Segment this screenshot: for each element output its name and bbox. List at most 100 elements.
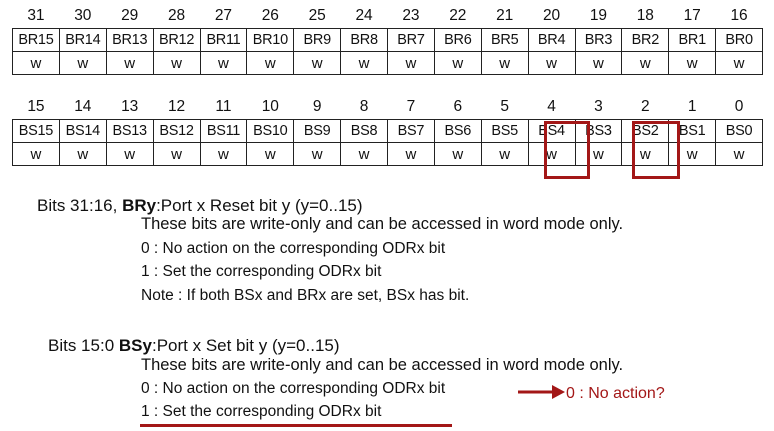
access-cell: w xyxy=(715,142,763,166)
bit-number: 0 xyxy=(734,98,744,115)
bit-number: 25 xyxy=(308,7,326,24)
bit-number: 26 xyxy=(261,7,279,24)
bit-number: 4 xyxy=(547,98,556,115)
bit-number: 17 xyxy=(683,7,701,24)
bit-number: 20 xyxy=(542,7,561,24)
bit-number: 12 xyxy=(167,98,186,115)
access-cell: w xyxy=(668,51,717,75)
annotation-text: 0 : No action? xyxy=(566,385,665,402)
set-field-name: BSy xyxy=(118,336,152,355)
field-name-cell: BR3 xyxy=(574,28,623,52)
access-cell: w xyxy=(293,51,342,75)
field-name-cell: BR13 xyxy=(105,28,154,52)
access-cell: w xyxy=(574,142,623,166)
bit-number: 2 xyxy=(641,98,650,115)
field-name-cell: BS2 xyxy=(621,119,670,143)
field-name-cell: BR10 xyxy=(246,28,295,52)
bit-number: 5 xyxy=(500,98,509,115)
reset-desc-note: Note : If both BSx and BRx are set, BSx … xyxy=(141,287,470,304)
field-name-cell: BR15 xyxy=(12,28,60,52)
access-cell: w xyxy=(574,51,623,75)
bit-number: 13 xyxy=(121,98,139,115)
access-cell: w xyxy=(340,51,388,75)
field-name-cell: BR14 xyxy=(58,28,107,52)
field-name-cell: BS13 xyxy=(105,119,154,143)
bit-number: 18 xyxy=(636,7,654,24)
bit-number: 7 xyxy=(406,98,416,115)
field-name-cell: BS0 xyxy=(715,119,763,143)
reset-desc-line1: These bits are write-only and can be acc… xyxy=(141,215,624,233)
bit-number: 19 xyxy=(589,7,608,24)
access-cell: w xyxy=(433,51,482,75)
field-name-cell: BS6 xyxy=(433,119,482,143)
bit-number: 27 xyxy=(214,7,233,24)
field-name-cell: BS8 xyxy=(340,119,388,143)
field-name-cell: BS4 xyxy=(527,119,576,143)
field-name-cell: BS14 xyxy=(58,119,107,143)
bit-number: 14 xyxy=(74,98,92,115)
field-name-cell: BR4 xyxy=(527,28,576,52)
field-name-cell: BS1 xyxy=(668,119,717,143)
access-cell: w xyxy=(199,51,248,75)
bit-number: 10 xyxy=(261,98,279,115)
bit-number: 6 xyxy=(453,98,463,115)
access-cell: w xyxy=(387,51,435,75)
access-cell: w xyxy=(152,51,201,75)
set-desc-line1: These bits are write-only and can be acc… xyxy=(141,356,624,374)
field-name-cell: BR5 xyxy=(480,28,529,52)
bit-number: 22 xyxy=(449,7,467,24)
access-cell: w xyxy=(105,51,154,75)
access-cell: w xyxy=(621,51,670,75)
bit-number: 1 xyxy=(687,98,697,115)
bit-number: 9 xyxy=(312,98,322,115)
bit-number: 15 xyxy=(27,98,45,115)
reset-field-title: :Port x Reset bit y (y=0..15) xyxy=(156,196,363,215)
bit-number: 29 xyxy=(121,7,139,24)
bit-number: 28 xyxy=(167,7,186,24)
annotation-underline xyxy=(140,424,452,427)
access-cell: w xyxy=(246,142,295,166)
access-cell: w xyxy=(58,142,107,166)
field-name-cell: BS15 xyxy=(12,119,60,143)
access-cell: w xyxy=(480,51,529,75)
field-name-cell: BS9 xyxy=(293,119,342,143)
access-cell: w xyxy=(527,51,576,75)
arrow-right-icon xyxy=(518,385,565,399)
field-name-cell: BR11 xyxy=(199,28,248,52)
set-bits-label: Bits 15:0 xyxy=(48,336,115,355)
access-cell: w xyxy=(387,142,435,166)
access-cell: w xyxy=(105,142,154,166)
access-cell: w xyxy=(12,142,60,166)
access-cell: w xyxy=(480,142,529,166)
field-name-cell: BR6 xyxy=(433,28,482,52)
access-cell: w xyxy=(199,142,248,166)
bit-number: 24 xyxy=(355,7,373,24)
bit-number: 30 xyxy=(74,7,92,24)
field-name-cell: BR9 xyxy=(293,28,342,52)
field-name-cell: BR7 xyxy=(387,28,435,52)
bit-number: 3 xyxy=(594,98,603,115)
field-name-cell: BS3 xyxy=(574,119,623,143)
reset-field-name: BRy xyxy=(122,196,157,215)
access-cell: w xyxy=(246,51,295,75)
set-desc-line2: 0 : No action on the corresponding ODRx … xyxy=(141,380,446,397)
field-name-cell: BS10 xyxy=(246,119,295,143)
field-name-cell: BR2 xyxy=(621,28,670,52)
bit-number: 21 xyxy=(496,7,514,24)
bit-number: 16 xyxy=(730,7,748,24)
access-cell: w xyxy=(715,51,763,75)
reset-bits-heading: Bits 31:16, BRy:Port x Reset bit y (y=0.… xyxy=(37,196,363,216)
reset-desc-line3: 1 : Set the corresponding ODRx bit xyxy=(141,263,382,280)
access-cell: w xyxy=(527,142,576,166)
field-name-cell: BR1 xyxy=(668,28,717,52)
field-name-cell: BS5 xyxy=(480,119,529,143)
access-cell: w xyxy=(433,142,482,166)
set-desc-line3: 1 : Set the corresponding ODRx bit xyxy=(141,403,382,420)
set-field-title: :Port x Set bit y (y=0..15) xyxy=(151,336,340,355)
bit-number: 8 xyxy=(359,98,369,115)
set-bits-heading: Bits 15:0 BSy:Port x Set bit y (y=0..15) xyxy=(48,336,340,356)
access-cell: w xyxy=(668,142,717,166)
access-cell: w xyxy=(58,51,107,75)
field-name-cell: BR0 xyxy=(715,28,763,52)
field-name-cell: BS7 xyxy=(387,119,435,143)
